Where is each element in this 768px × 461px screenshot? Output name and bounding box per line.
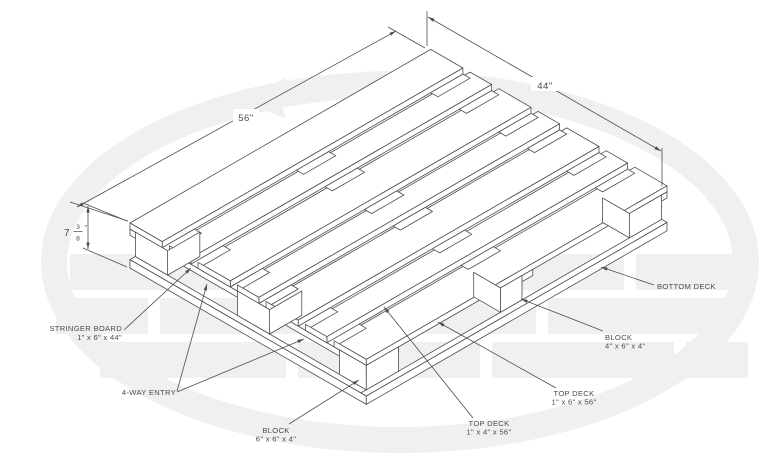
arrowhead [352, 380, 359, 385]
dim-height-inch-mark: " [85, 225, 88, 232]
block-corner-size: 6" x 6" x 4" [256, 435, 296, 444]
block-side-label: BLOCK [605, 333, 632, 342]
stringer-through-gap [458, 90, 500, 114]
arrowhead [521, 299, 528, 303]
arrowhead [86, 206, 90, 213]
dim-width-label-bg [531, 77, 558, 91]
arrowhead [185, 268, 191, 274]
dim-height-denominator: 8 [76, 236, 80, 243]
arrowhead [428, 17, 435, 22]
drawing-line [600, 266, 655, 286]
watermark-arrow-icon [238, 78, 334, 119]
arrowhead [438, 322, 445, 327]
deck-board-end [197, 261, 231, 288]
dim-height-whole: 7 [64, 228, 70, 239]
block-side-size: 4" x 6" x 4" [605, 342, 645, 351]
arrowhead [203, 284, 207, 291]
drawing-line [176, 338, 305, 393]
arrowhead [77, 202, 84, 207]
stringer-through-gap [595, 168, 636, 193]
watermark-bar [492, 342, 674, 378]
block-corner-label: BLOCK [262, 426, 289, 435]
drawing-line [383, 306, 474, 419]
dim-width-label: 44" [537, 81, 552, 92]
pallet-isometric-drawing [129, 49, 668, 405]
top-deck-narrow-label: TOP DECK [469, 419, 510, 428]
watermark-bar [636, 254, 744, 290]
dim-height-numerator: 3 [76, 224, 80, 231]
stringer-through-gap [498, 113, 539, 137]
watermark-bar [548, 298, 730, 334]
deck-board-end [304, 323, 328, 344]
top-deck-narrow-size: 1" x 4" x 56" [467, 428, 512, 437]
arrowhead [384, 307, 390, 314]
drawing-line [520, 298, 604, 332]
block-face [365, 346, 399, 391]
bottom-deck-label: BOTTOM DECK [657, 282, 716, 291]
drawing-line [82, 247, 128, 268]
top-deck-wide-size: 1" x 6" x 56" [552, 398, 597, 407]
stringer-board-size: 1" x 6" x 44" [77, 333, 122, 342]
stringer-through-gap [364, 190, 405, 215]
stringer-through-gap [460, 246, 501, 270]
block-face [629, 194, 662, 239]
annotation-labels: 56" 44" 7 3 8 " STRINGER BOARD 1" x 6" x… [49, 77, 716, 444]
drawing-line [82, 202, 128, 222]
four-way-entry-label: 4-WAY ENTRY [122, 388, 176, 397]
drawing-line [387, 26, 426, 49]
stringer-through-gap [324, 167, 365, 192]
top-deck-wide-label: TOP DECK [554, 389, 595, 398]
drawing-line [288, 379, 360, 425]
stringer-through-gap [432, 229, 473, 254]
block-face [236, 290, 271, 335]
arrowhead [297, 339, 304, 344]
stringer-through-gap [527, 129, 568, 154]
block-face [500, 275, 523, 313]
drawing-line [123, 267, 192, 331]
arrowhead [654, 146, 661, 151]
leader-lines [123, 266, 655, 425]
arrowhead [389, 31, 396, 36]
block-face [134, 231, 169, 276]
stringer-through-gap [566, 152, 607, 176]
dim-length-label: 56" [238, 113, 253, 124]
drawing-line [176, 283, 208, 392]
stringer-board-label: STRINGER BOARD [49, 324, 122, 333]
arrowhead [86, 242, 90, 249]
drawing-line [437, 321, 557, 389]
stringer-through-gap [392, 206, 433, 231]
stringer-through-gap [430, 73, 471, 98]
arrowhead [601, 267, 608, 271]
dim-length-label-bg [233, 109, 259, 123]
stringer-through-gap [296, 151, 337, 175]
